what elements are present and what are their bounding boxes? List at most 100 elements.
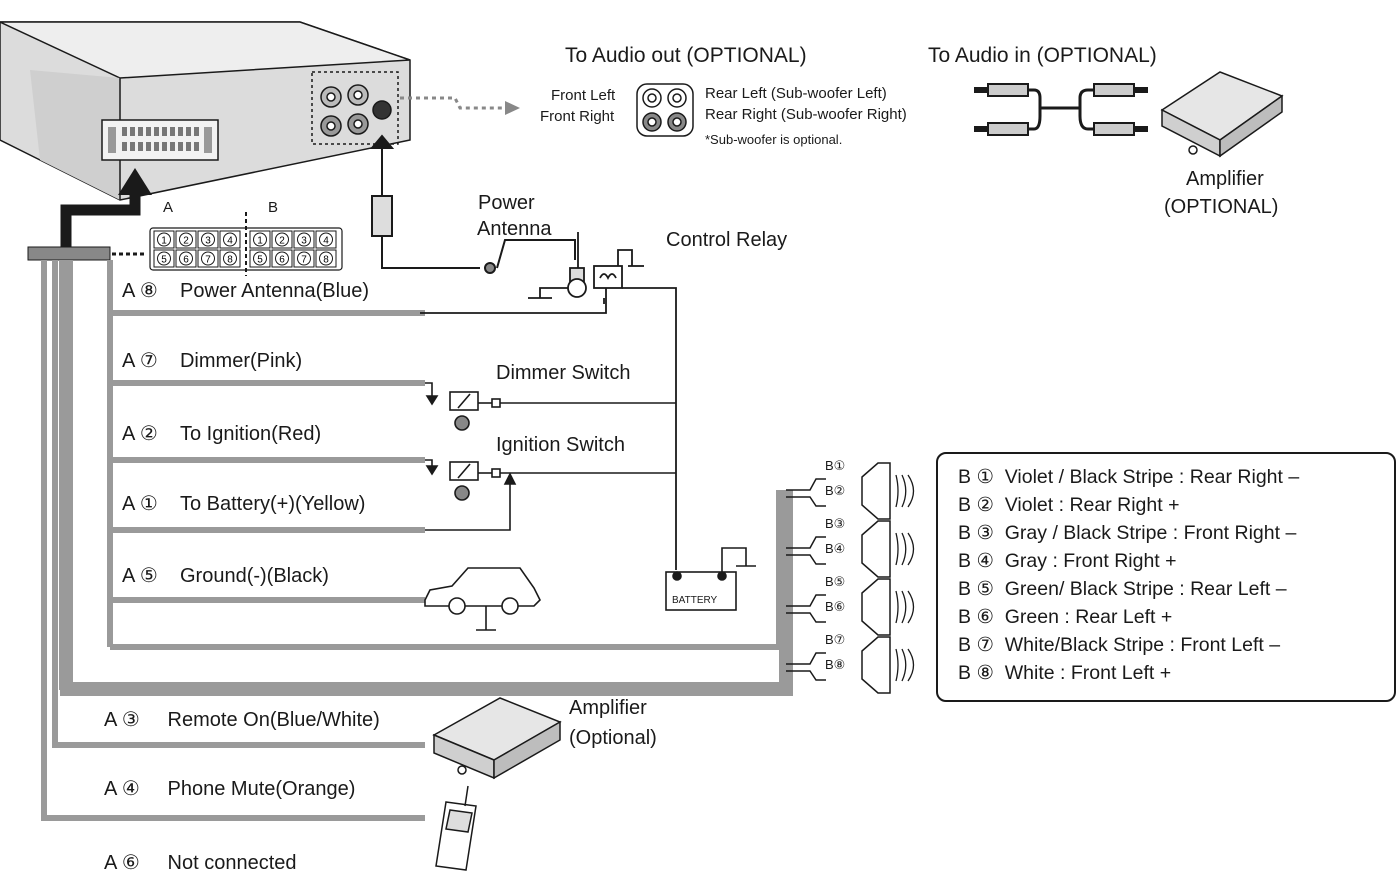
- harness-header: [27, 246, 111, 261]
- legend-item: B ⑤ Green/ Black Stripe : Rear Left –: [958, 578, 1287, 600]
- speaker-wire-legend: B ① Violet / Black Stripe : Rear Right –…: [936, 452, 1396, 702]
- legend-item: B ⑥ Green : Rear Left +: [958, 606, 1173, 628]
- amplifier-optional-sublabel: (Optional): [569, 727, 657, 749]
- sound-wave-icon: [895, 474, 899, 508]
- sound-wave-icon: [907, 590, 915, 624]
- sound-wave-icon: [895, 590, 899, 624]
- wire-label-battery: A ① To Battery(+)(Yellow): [122, 493, 366, 515]
- pin-number: 8: [227, 255, 233, 266]
- pin-number: 5: [161, 255, 167, 266]
- pin-ring: [201, 251, 215, 266]
- head-unit: [0, 21, 411, 201]
- amplifier-optional-label: Amplifier: [569, 697, 647, 719]
- speaker-icon: [861, 636, 891, 694]
- sound-wave-icon: [895, 648, 899, 682]
- pin-ring: [297, 251, 311, 266]
- wire-label-ground: A ⑤ Ground(-)(Black): [122, 565, 329, 587]
- wire-label-dimmer: A ⑦ Dimmer(Pink): [122, 350, 303, 372]
- pin-ring: [201, 232, 215, 247]
- antenna-cable: [369, 134, 576, 274]
- dimmer-switch-label: Dimmer Switch: [496, 362, 631, 384]
- harness-arrowhead: [118, 168, 152, 195]
- wire-label-not-connected: A ⑥ Not connected: [104, 852, 297, 874]
- speaker-tag: B⑥: [825, 599, 846, 614]
- sound-wave-icon: [901, 474, 907, 508]
- sound-wave-icon: [901, 532, 907, 566]
- speaker-tag: B⑤: [825, 574, 846, 589]
- pin-ring: [157, 232, 171, 247]
- pin-number: 6: [279, 255, 285, 266]
- power-antenna-relay: [420, 232, 677, 570]
- pin-ring: [253, 232, 267, 247]
- audio-out-jack: [636, 83, 694, 137]
- harness-wires: [41, 260, 793, 821]
- front-left-label: Front Left: [551, 87, 616, 104]
- wire-label-phone-mute: A ④ Phone Mute(Orange): [104, 778, 356, 800]
- pin-number: 7: [205, 255, 211, 266]
- phone-graphic: [435, 785, 477, 871]
- pin-number: 1: [161, 236, 167, 247]
- sound-wave-icon: [907, 648, 915, 682]
- speakers: [786, 462, 915, 694]
- pin-number: 2: [279, 236, 285, 247]
- legend-item: B ① Violet / Black Stripe : Rear Right –: [958, 466, 1300, 488]
- speaker-tag: B①: [825, 458, 846, 473]
- pin-ring: [223, 251, 237, 266]
- pin-ring: [179, 232, 193, 247]
- pin-ring: [223, 232, 237, 247]
- wire-label-power-antenna: A ⑧ Power Antenna(Blue): [122, 280, 369, 302]
- legend-item: B ② Violet : Rear Right +: [958, 494, 1180, 516]
- speaker-tag: B③: [825, 516, 846, 531]
- pin-number: 8: [323, 255, 329, 266]
- amplifier-top-graphic: [1160, 71, 1284, 158]
- audio-out-label: To Audio out (OPTIONAL): [565, 44, 807, 67]
- pin-ring: [319, 232, 333, 247]
- pin-number: 3: [301, 236, 307, 247]
- connector-b-label: B: [268, 199, 279, 216]
- audio-out-arrowhead: [505, 101, 520, 115]
- amplifier-bottom-graphic: [432, 697, 562, 780]
- speaker-tag: B④: [825, 541, 846, 556]
- amplifier-top-sublabel: (OPTIONAL): [1164, 196, 1279, 218]
- speaker-lead: [786, 594, 826, 623]
- pin-number: 3: [205, 236, 211, 247]
- connector-a-label: A: [163, 199, 174, 216]
- front-right-label: Front Right: [540, 108, 615, 125]
- pin-number: 6: [183, 255, 189, 266]
- sound-wave-icon: [901, 648, 907, 682]
- pin-ring: [297, 232, 311, 247]
- speaker-lead: [786, 536, 826, 565]
- power-antenna-label: Power: [478, 192, 535, 214]
- pin-number: 4: [323, 236, 329, 247]
- battery-label: BATTERY: [672, 595, 718, 606]
- ignition-switch-label: Ignition Switch: [496, 434, 625, 456]
- control-relay-label: Control Relay: [666, 229, 788, 251]
- sound-wave-icon: [895, 532, 899, 566]
- pin-number: 1: [257, 236, 263, 247]
- speaker-icon: [861, 578, 891, 636]
- rear-left-label: Rear Left (Sub-woofer Left): [705, 85, 887, 102]
- power-antenna-sublabel: Antenna: [477, 218, 552, 240]
- speaker-icon: [861, 520, 891, 578]
- speaker-tag: B⑧: [825, 657, 846, 672]
- rear-right-label: Rear Right (Sub-woofer Right): [705, 106, 907, 123]
- subwoofer-note: *Sub-woofer is optional.: [705, 132, 843, 147]
- harness-to-unit-arrow: [60, 192, 141, 248]
- iso-connector-pins: [108, 127, 212, 153]
- speaker-icon: [861, 462, 891, 520]
- wire-label-remote-on: A ③ Remote On(Blue/White): [104, 709, 380, 731]
- rca-y-cables: [974, 83, 1148, 136]
- sound-wave-icon: [907, 474, 915, 508]
- pin-ring: [253, 251, 267, 266]
- audio-out-dotted-arrow: [400, 96, 505, 110]
- legend-item: B ③ Gray / Black Stripe : Front Right –: [958, 522, 1297, 544]
- legend-item: B ⑧ White : Front Left +: [958, 662, 1172, 684]
- speaker-tag: B②: [825, 483, 846, 498]
- car-ground-graphic: [424, 567, 541, 631]
- pin-ring: [179, 251, 193, 266]
- sound-wave-icon: [901, 590, 907, 624]
- legend-item: B ⑦ White/Black Stripe : Front Left –: [958, 634, 1281, 656]
- ignition-switch-graphic: [425, 459, 676, 531]
